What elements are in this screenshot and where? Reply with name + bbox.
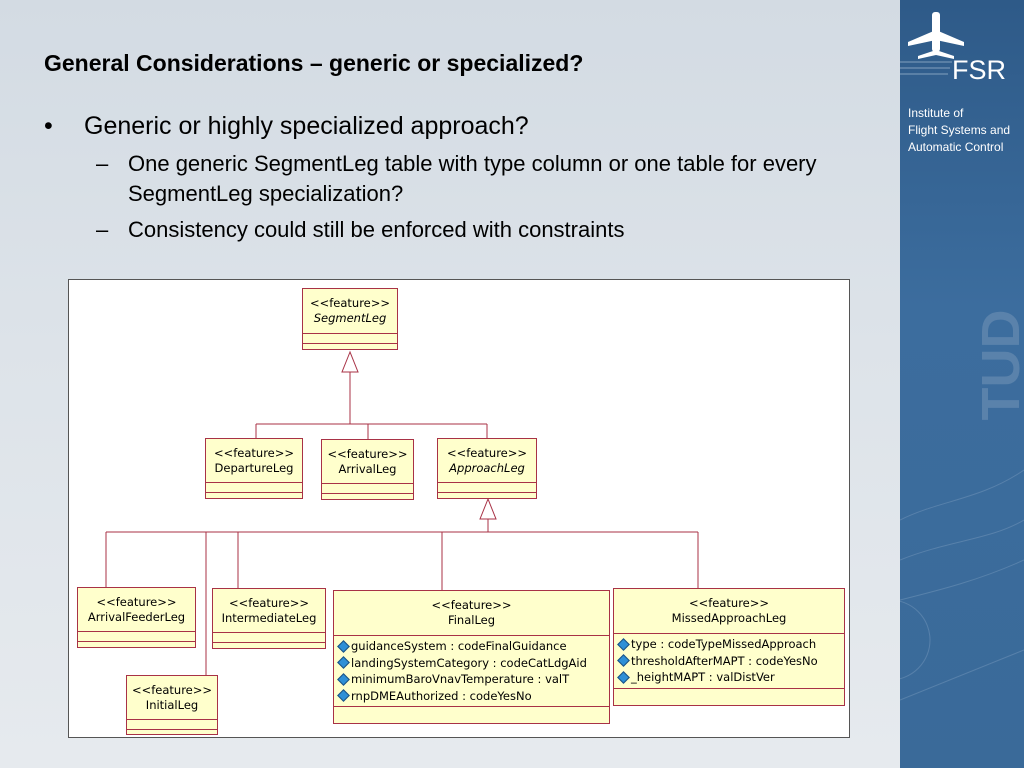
airplane-icon — [900, 12, 964, 75]
class-name: ArrivalLeg — [338, 461, 397, 476]
attribute-text: rnpDMEAuthorized : codeYesNo — [351, 688, 532, 703]
attribute-icon — [617, 654, 630, 668]
generalization-arrowhead — [479, 497, 497, 520]
attribute-icon — [337, 656, 350, 670]
attribute-row: minimumBaroVnavTemperature : valT — [336, 671, 607, 688]
class-intermediateleg: <<feature>> IntermediateLeg — [212, 588, 326, 649]
attribute-text: guidanceSystem : codeFinalGuidance — [351, 639, 567, 653]
institute-line: Flight Systems and — [908, 123, 1011, 137]
class-stereotype: <<feature>> — [431, 598, 512, 612]
class-stereotype: <<feature>> — [131, 682, 213, 697]
bullet-text: Generic or highly specialized approach? — [84, 112, 529, 140]
class-missedapproachleg: <<feature>> MissedApproachLeg type : cod… — [613, 588, 845, 706]
class-stereotype: <<feature>> — [228, 595, 310, 610]
attribute-icon — [617, 637, 630, 651]
sidebar-panel: FSR Institute of Flight Systems and Auto… — [900, 0, 1024, 768]
institute-line: Institute of — [908, 106, 964, 120]
attribute-icon — [337, 689, 350, 703]
attribute-row: thresholdAfterMAPT : codeYesNo — [616, 653, 842, 670]
subbullet-text: One generic SegmentLeg table with type c… — [128, 151, 817, 206]
class-stereotype: <<feature>> — [96, 594, 177, 609]
class-name: IntermediateLeg — [221, 610, 317, 625]
generalization-arrowhead — [341, 350, 359, 373]
class-name: MissedApproachLeg — [671, 611, 787, 625]
institute-line: Automatic Control — [908, 140, 1004, 154]
class-approachleg: <<feature>> ApproachLeg — [437, 438, 537, 499]
attribute-icon — [337, 672, 350, 686]
class-arrivalleg: <<feature>> ArrivalLeg — [321, 439, 414, 500]
bullet-marker: • — [44, 112, 53, 140]
class-stereotype: <<feature>> — [446, 445, 528, 460]
class-name: SegmentLeg — [313, 311, 387, 325]
class-stereotype: <<feature>> — [688, 596, 770, 610]
logo-text: FSR — [952, 55, 1006, 85]
sidebar-decoration — [900, 469, 1024, 701]
inheritance-connectors — [105, 350, 699, 676]
class-stereotype: <<feature>> — [309, 296, 391, 310]
subbullet-marker: – — [96, 151, 109, 176]
attribute-text: type : codeTypeMissedApproach — [631, 637, 817, 651]
subbullet-item: – Consistency could still be enforced wi… — [44, 215, 884, 245]
attribute-compartment: guidanceSystem : codeFinalGuidance landi… — [334, 635, 609, 706]
class-name: ArrivalFeederLeg — [87, 609, 186, 624]
class-stereotype: <<feature>> — [327, 446, 408, 461]
attribute-icon — [617, 670, 630, 684]
attribute-text: thresholdAfterMAPT : codeYesNo — [631, 653, 818, 668]
slide-content: General Considerations – generic or spec… — [44, 50, 884, 738]
attribute-text: landingSystemCategory : codeCatLdgAid — [351, 655, 587, 670]
class-name: FinalLeg — [447, 613, 496, 627]
class-segmentleg: <<feature>> SegmentLeg — [302, 288, 398, 350]
subbullet-text: Consistency could still be enforced with… — [128, 217, 625, 242]
class-stereotype: <<feature>> — [213, 445, 295, 460]
tud-watermark-text: TUD — [971, 309, 1024, 421]
attribute-row: rnpDMEAuthorized : codeYesNo — [336, 688, 607, 705]
attribute-row: type : codeTypeMissedApproach — [616, 636, 842, 653]
fsr-logo: FSR — [900, 0, 1024, 100]
class-departureleg: <<feature>> DepartureLeg — [205, 438, 303, 499]
class-name: InitialLeg — [145, 697, 199, 712]
slide-title: General Considerations – generic or spec… — [44, 50, 584, 76]
class-arrivalfeederleg: <<feature>> ArrivalFeederLeg — [77, 587, 196, 648]
attribute-text: _heightMAPT : valDistVer — [631, 670, 775, 684]
class-name: ApproachLeg — [449, 460, 525, 475]
institute-name: Institute of Flight Systems and Automati… — [908, 105, 1010, 156]
attribute-row: landingSystemCategory : codeCatLdgAid — [336, 655, 607, 672]
class-initialleg: <<feature>> InitialLeg — [126, 675, 218, 735]
attribute-compartment: type : codeTypeMissedApproach thresholdA… — [614, 633, 844, 688]
uml-class-diagram: <<feature>> SegmentLeg <<feature>> Depar… — [68, 279, 850, 738]
attribute-row: _heightMAPT : valDistVer — [616, 669, 842, 686]
class-finalleg: <<feature>> FinalLeg guidanceSystem : co… — [333, 590, 610, 724]
attribute-text: minimumBaroVnavTemperature : valT — [351, 672, 570, 686]
tud-watermark: TUD — [970, 290, 1024, 430]
subbullet-marker: – — [96, 217, 109, 242]
attribute-row: guidanceSystem : codeFinalGuidance — [336, 638, 607, 655]
attribute-icon — [337, 639, 350, 653]
bullet-list: • Generic or highly specialized approach… — [44, 110, 884, 251]
subbullet-item: – One generic SegmentLeg table with type… — [44, 149, 884, 209]
bullet-item: • Generic or highly specialized approach… — [44, 110, 884, 142]
class-name: DepartureLeg — [214, 460, 294, 475]
